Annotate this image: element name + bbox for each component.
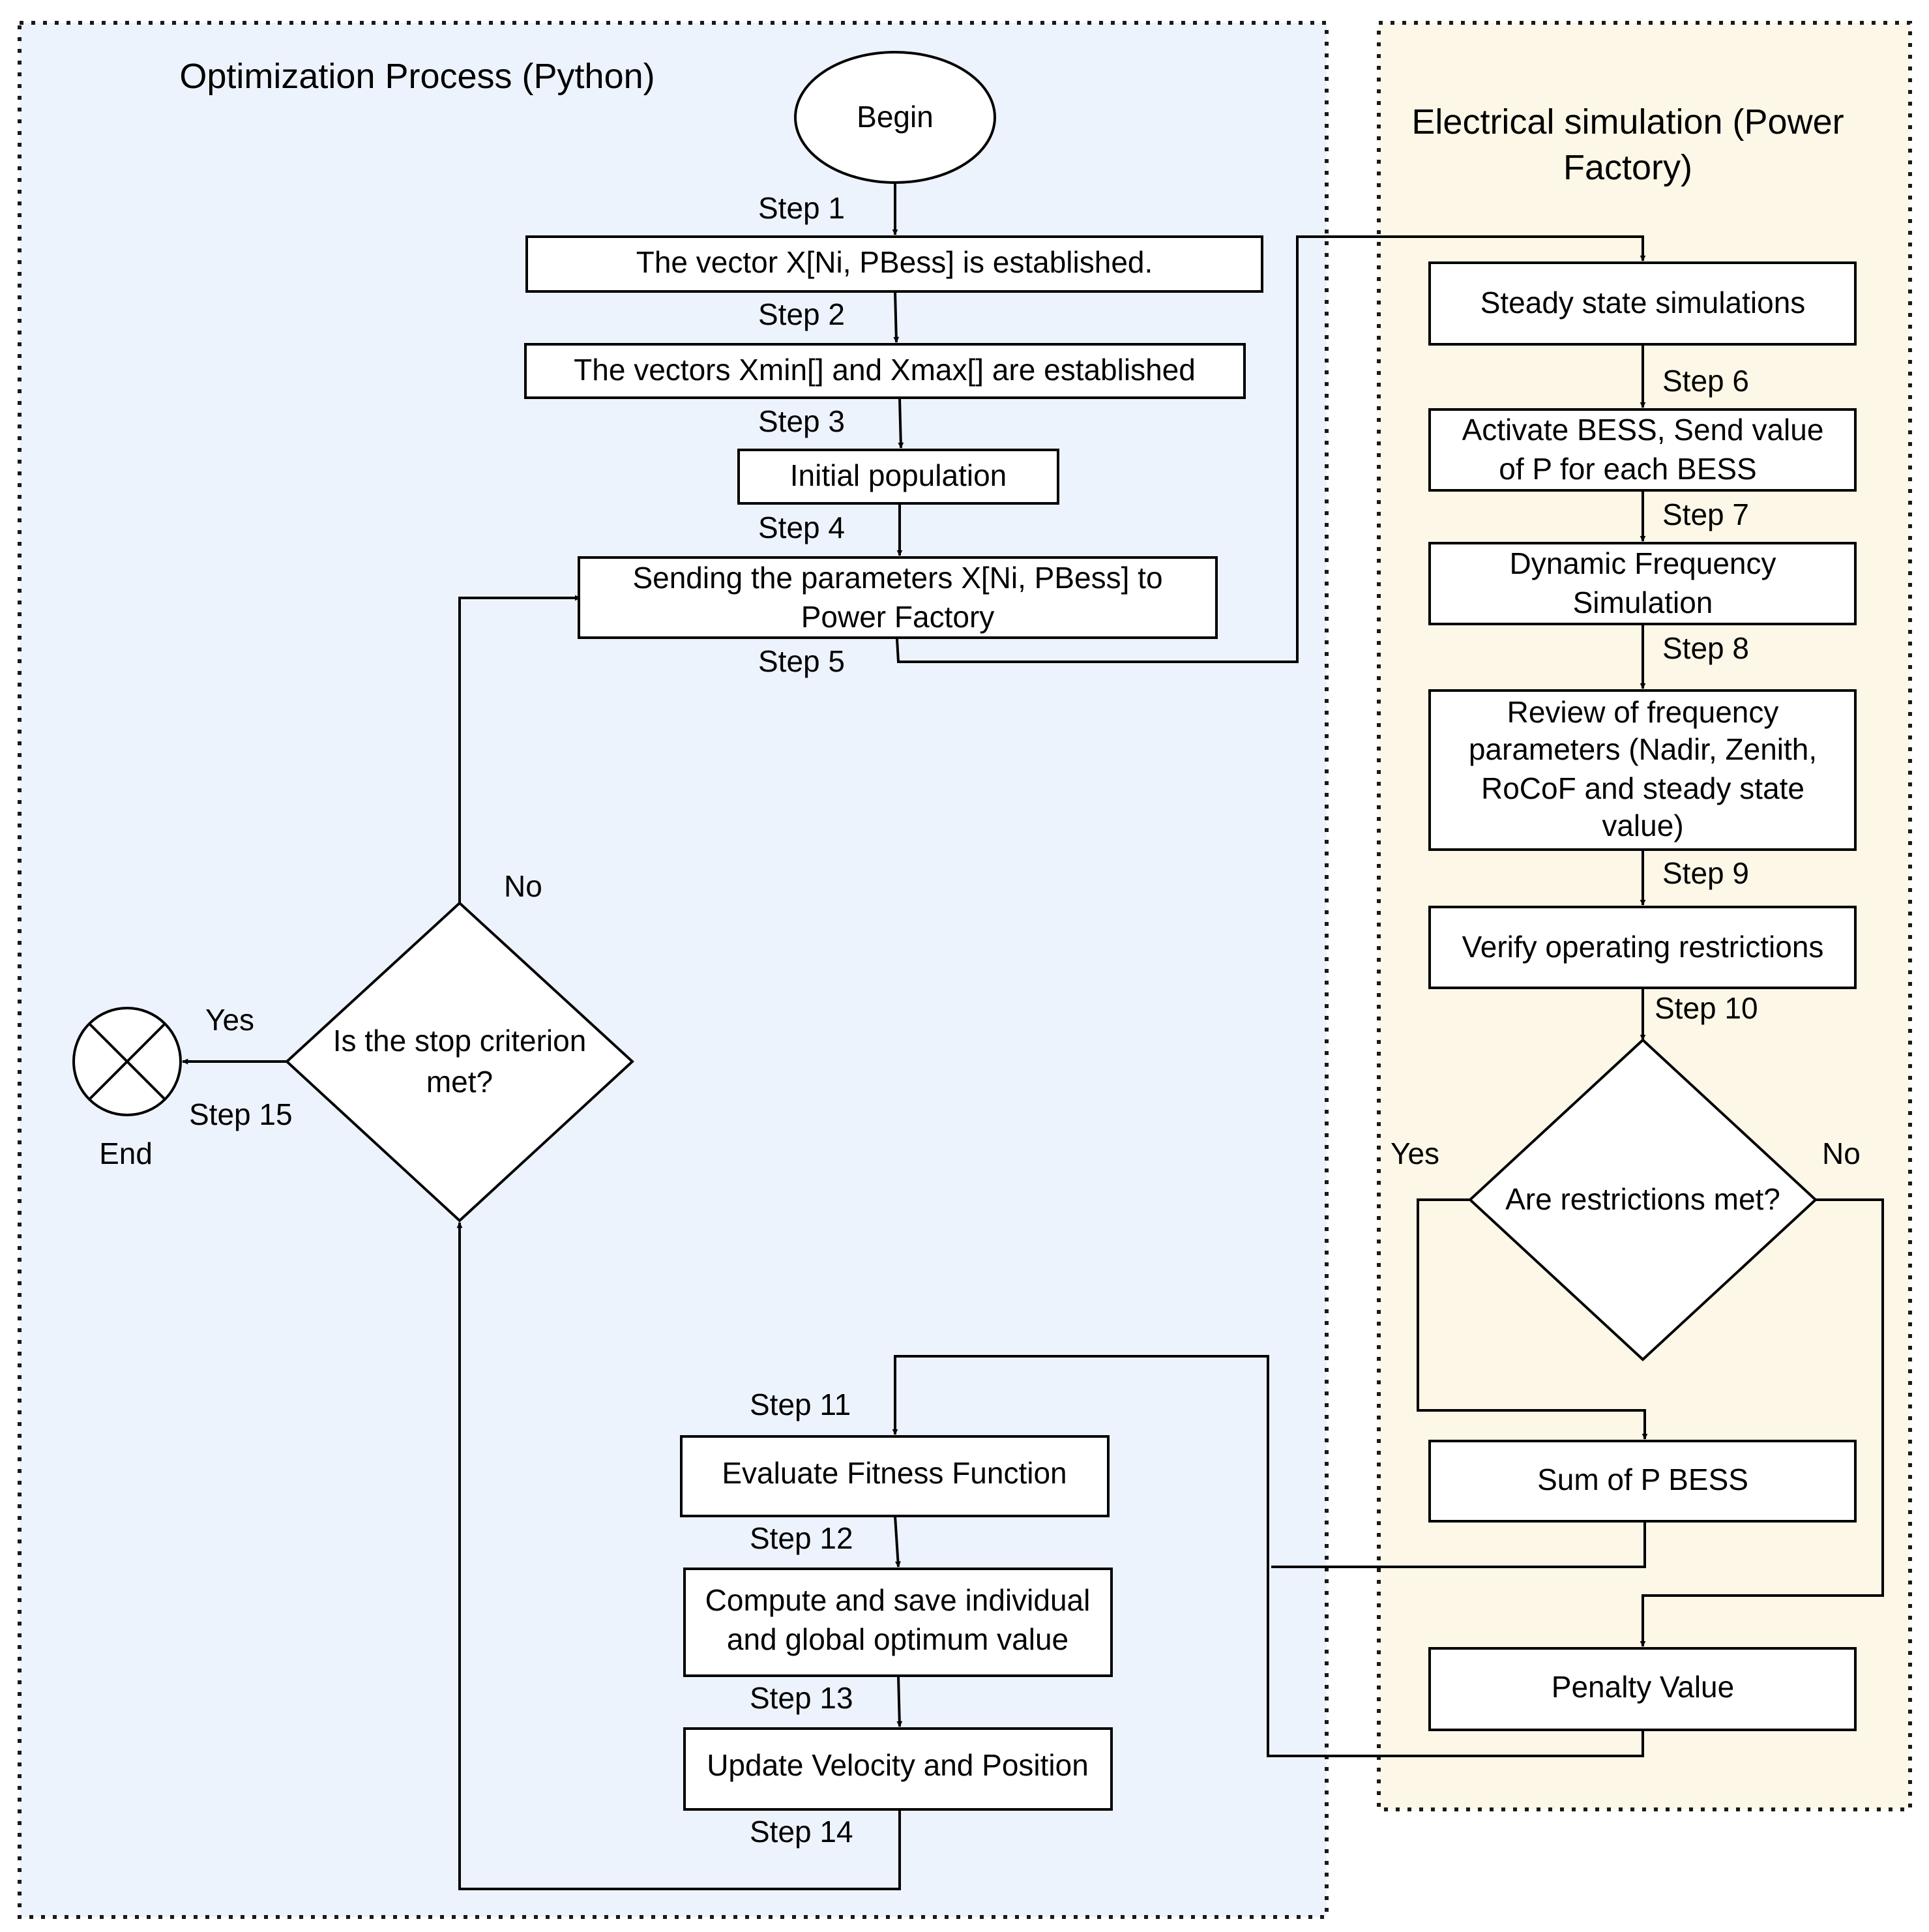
compute-save-box xyxy=(683,1568,1113,1677)
steady-state-box xyxy=(1428,261,1857,346)
vector-x-label: The vector X[Ni, PBess] is established. xyxy=(636,245,1153,279)
step-9-label: Step 9 xyxy=(1662,856,1749,890)
edge-restrictions-yes xyxy=(1417,1198,1648,1440)
sending-params-line2: Power Factory xyxy=(801,600,995,634)
restrictions-no-label: No xyxy=(1822,1137,1861,1170)
vectors-minmax-label: The vectors Xmin[] and Xmax[] are establ… xyxy=(574,353,1196,387)
penalty-value-box xyxy=(1428,1647,1857,1731)
step-7-label: Step 7 xyxy=(1662,498,1749,531)
edge-update-to-stop-decision xyxy=(456,1222,901,1890)
python-region xyxy=(18,21,1329,1919)
begin-node xyxy=(794,51,996,184)
penalty-value-label: Penalty Value xyxy=(1552,1670,1734,1704)
power-region-title-line2: Factory) xyxy=(1563,148,1692,187)
step-10-label: Step 10 xyxy=(1655,991,1758,1025)
activate-bess-box xyxy=(1428,408,1857,492)
edge-minmax-to-population xyxy=(898,397,904,449)
step-6-label: Step 6 xyxy=(1662,364,1749,398)
sum-p-bess-box xyxy=(1428,1440,1857,1523)
vector-x-box xyxy=(525,235,1263,293)
dynamic-frequency-line2: Simulation xyxy=(1573,586,1713,619)
dynamic-frequency-box xyxy=(1428,542,1857,625)
power-region-title-line1: Electrical simulation (Power xyxy=(1411,102,1844,141)
restrictions-yes-label: Yes xyxy=(1391,1137,1439,1170)
evaluate-fitness-label: Evaluate Fitness Function xyxy=(722,1456,1067,1490)
edge-stop-no-to-sending xyxy=(458,595,581,903)
initial-population-label: Initial population xyxy=(790,458,1007,492)
edge-penalty-to-fitness xyxy=(892,1355,1644,1757)
evaluate-fitness-box xyxy=(680,1435,1110,1517)
step-1-label: Step 1 xyxy=(758,191,845,225)
stop-criterion-line2: met? xyxy=(426,1065,493,1099)
edge-sending-to-steady-state xyxy=(896,235,1646,663)
step-3-label: Step 3 xyxy=(758,404,845,438)
update-velocity-label: Update Velocity and Position xyxy=(707,1748,1089,1782)
begin-label: Begin xyxy=(857,100,934,134)
steady-state-label: Steady state simulations xyxy=(1480,286,1806,320)
step-14-label: Step 14 xyxy=(750,1815,853,1849)
stop-no-label: No xyxy=(504,869,542,903)
edge-restrictions-no xyxy=(1640,1198,1884,1647)
stop-criterion-decision xyxy=(285,901,634,1223)
review-frequency-line1: Review of frequency xyxy=(1507,695,1779,729)
verify-restrictions-box xyxy=(1428,906,1857,989)
activate-bess-line1: Activate BESS, Send value xyxy=(1462,413,1824,447)
review-frequency-line3: RoCoF and steady state xyxy=(1481,771,1804,805)
edge-compute-to-update xyxy=(896,1675,903,1727)
update-velocity-box xyxy=(683,1727,1113,1811)
compute-save-line2: and global optimum value xyxy=(727,1622,1068,1656)
stop-criterion-line1: Is the stop criterion xyxy=(333,1024,587,1058)
step-8-label: Step 8 xyxy=(1662,631,1749,665)
verify-restrictions-label: Verify operating restrictions xyxy=(1462,930,1824,964)
step-5-label: Step 5 xyxy=(758,644,845,678)
step-11-label: Step 11 xyxy=(750,1388,851,1421)
sum-p-bess-label: Sum of P BESS xyxy=(1537,1463,1748,1496)
python-region-title: Optimization Process (Python) xyxy=(179,57,655,96)
sending-params-box xyxy=(578,556,1218,639)
step-2-label: Step 2 xyxy=(758,297,845,331)
end-label: End xyxy=(99,1137,153,1170)
initial-population-box xyxy=(737,449,1059,505)
review-frequency-box xyxy=(1428,689,1857,851)
restrictions-decision-label: Are restrictions met? xyxy=(1505,1182,1780,1216)
review-frequency-line2: parameters (Nadir, Zenith, xyxy=(1469,732,1817,766)
edge-vector-to-minmax xyxy=(893,291,900,343)
step-12-label: Step 12 xyxy=(750,1521,853,1555)
end-cross-icon xyxy=(88,1022,166,1101)
restrictions-decision xyxy=(1468,1038,1818,1361)
dynamic-frequency-line1: Dynamic Frequency xyxy=(1509,546,1776,580)
edge-sum-to-fitness xyxy=(1271,1521,1646,1568)
compute-save-line1: Compute and save individual xyxy=(705,1583,1091,1617)
vectors-minmax-box xyxy=(524,343,1246,399)
activate-bess-line2: of P for each BESS xyxy=(1499,452,1757,486)
sending-params-line1: Sending the parameters X[Ni, PBess] to xyxy=(632,561,1162,595)
edge-fitness-to-compute xyxy=(894,1515,901,1568)
step-15-label: Step 15 xyxy=(189,1097,293,1131)
step-13-label: Step 13 xyxy=(750,1681,853,1715)
stop-yes-label: Yes xyxy=(205,1003,254,1037)
step-4-label: Step 4 xyxy=(758,511,845,544)
review-frequency-line4: value) xyxy=(1602,809,1683,842)
